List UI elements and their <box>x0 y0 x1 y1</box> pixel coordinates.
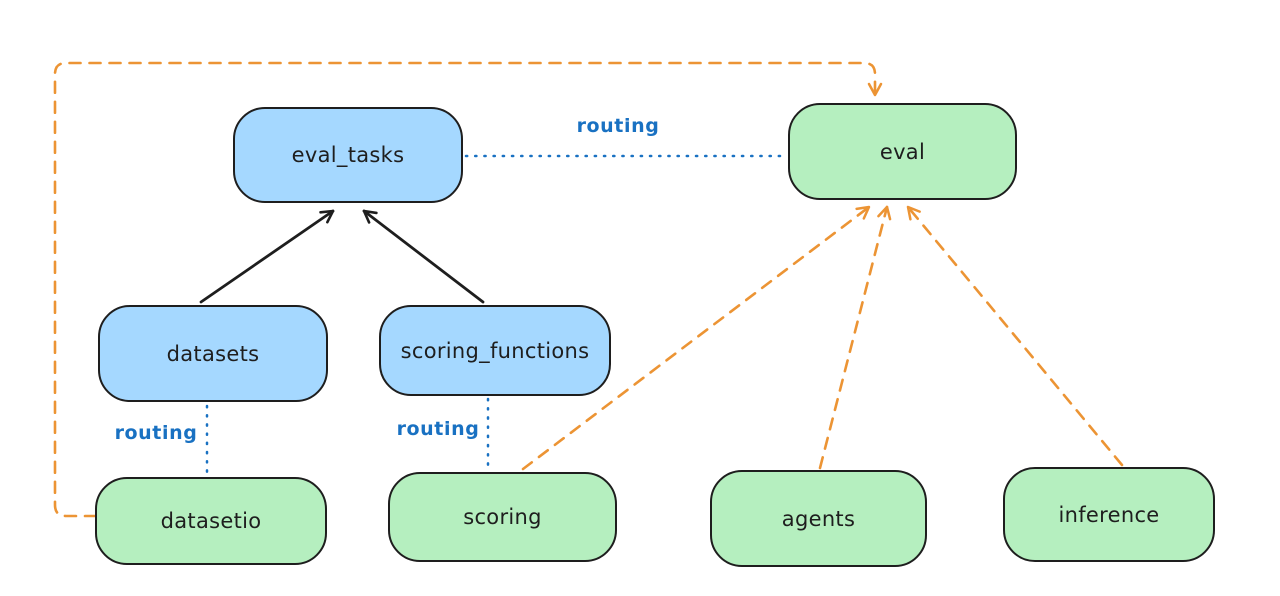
node-eval-tasks-label: eval_tasks <box>291 143 405 167</box>
edge-agents-eval <box>818 205 892 470</box>
node-eval-tasks: eval_tasks <box>233 107 463 203</box>
node-scoring: scoring <box>388 472 617 562</box>
node-eval-label: eval <box>879 139 926 164</box>
node-datasetio-label: datasetio <box>160 509 262 533</box>
node-agents-label: agents <box>781 506 856 531</box>
edge-label-routing-datasets-datasetio: routing <box>114 422 198 444</box>
node-scoring-functions: scoring_functions <box>379 305 611 396</box>
edge-datasetio-eval <box>53 61 883 518</box>
node-inference: inference <box>1003 467 1215 562</box>
node-scoring-label: scoring <box>463 505 542 529</box>
edge-label-routing-scoring-functions-scoring: routing <box>396 418 480 440</box>
edge-inference-eval <box>906 205 1124 467</box>
edge-scoring-functions-eval-tasks <box>362 209 485 304</box>
node-datasets: datasets <box>98 305 328 402</box>
edge-datasets-eval-tasks <box>199 209 335 304</box>
edge-scoring-eval <box>521 205 871 471</box>
node-agents: agents <box>710 470 927 567</box>
node-datasets-label: datasets <box>166 341 260 366</box>
node-eval: eval <box>788 103 1017 200</box>
edge-label-routing-eval-tasks-eval: routing <box>576 115 660 137</box>
node-scoring-functions-label: scoring_functions <box>400 338 590 363</box>
node-inference-label: inference <box>1058 502 1160 527</box>
node-datasetio: datasetio <box>95 477 327 565</box>
